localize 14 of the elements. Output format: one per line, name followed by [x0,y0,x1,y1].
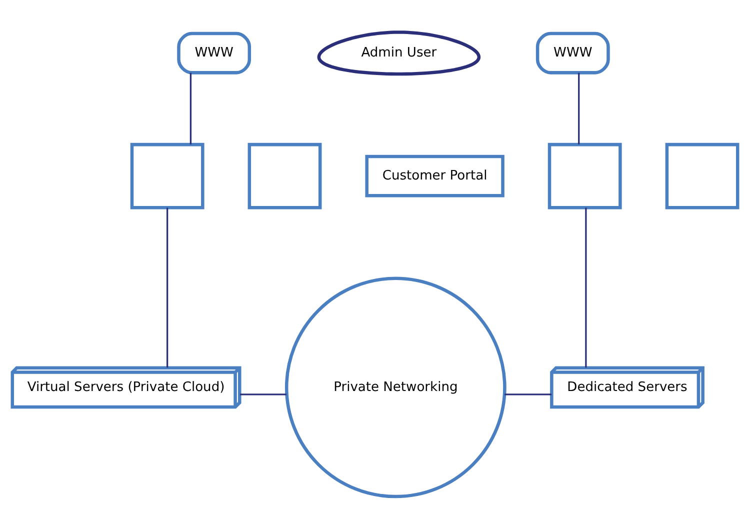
node-box [665,142,740,209]
node-box [548,142,622,209]
node-box [130,142,204,209]
connector [585,207,587,368]
node-box: WWW [536,31,610,74]
node-box: Customer Portal [365,154,504,197]
connector [504,393,552,395]
connector [578,72,580,144]
connector [190,72,192,144]
node-box: WWW [177,31,252,74]
node-circle: Private Networking [284,276,506,498]
connector [240,393,286,395]
connector [166,207,168,368]
node-box [248,142,322,209]
